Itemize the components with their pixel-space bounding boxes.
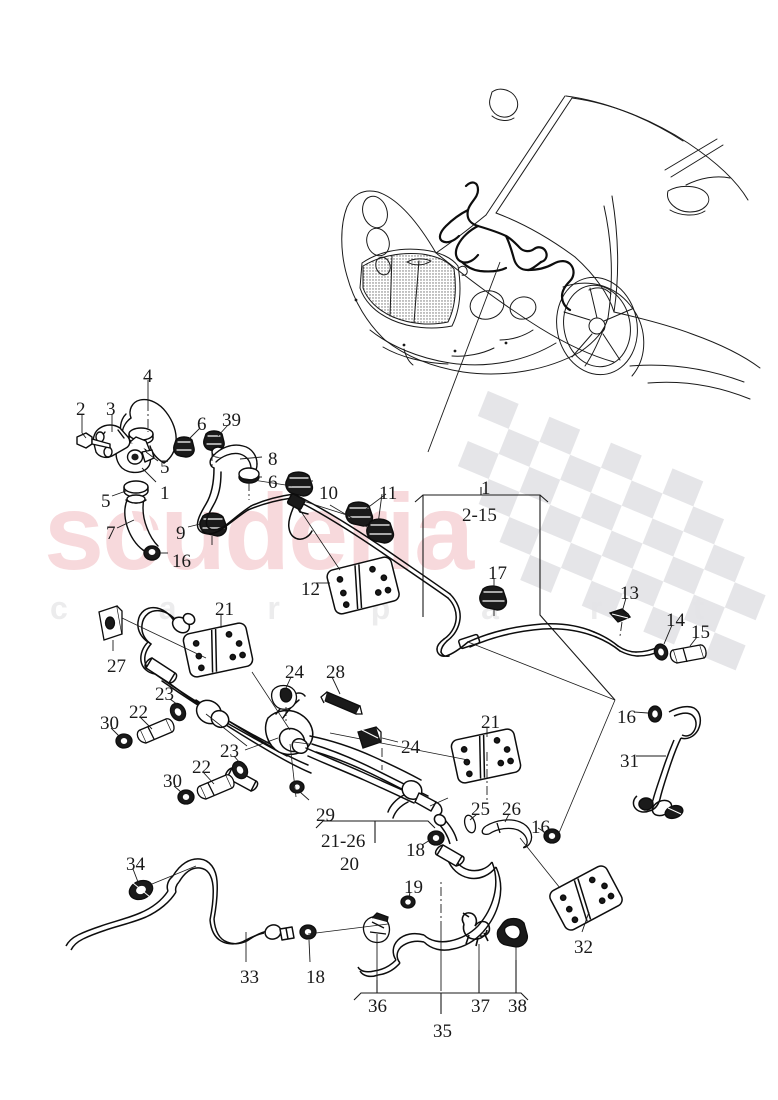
callout-36: 36	[368, 996, 387, 1017]
leader-lines	[81, 380, 698, 991]
callout-21-26: 21-26	[321, 831, 366, 852]
callout-23-b: 23	[220, 741, 239, 762]
assembly-hose-cluster-20	[137, 606, 443, 819]
callout-18-a: 18	[406, 840, 425, 861]
callout-34: 34	[126, 854, 145, 875]
callout-16-a: 16	[172, 551, 191, 572]
lower-cluster-fittings	[98, 605, 561, 909]
pointer-lines	[121, 477, 616, 935]
pipe-31	[632, 705, 702, 820]
callout-8: 8	[268, 449, 278, 470]
callout-7: 7	[106, 523, 116, 544]
group-bracket-1-2-15	[414, 487, 616, 701]
callout-27: 27	[107, 656, 126, 677]
callout-23-a: 23	[155, 684, 174, 705]
vehicle-leader-line	[427, 261, 501, 453]
callout-10: 10	[319, 483, 338, 504]
callout-5-a: 5	[160, 457, 170, 478]
callout-33: 33	[240, 967, 259, 988]
callout-16-c: 16	[531, 817, 550, 838]
group-bracket-20	[315, 820, 436, 843]
vehicle-illustration	[341, 88, 761, 400]
callout-1-a: 1	[160, 483, 170, 504]
callout-6-a: 6	[197, 414, 207, 435]
callout-11: 11	[379, 483, 398, 504]
callout-3: 3	[106, 399, 116, 420]
callout-2: 2	[76, 399, 86, 420]
callout-24-a: 24	[285, 662, 304, 683]
callout-28: 28	[326, 662, 345, 683]
pipe-35-assembly	[357, 813, 502, 978]
callout-14: 14	[666, 610, 685, 631]
callout-6-b: 6	[268, 472, 278, 493]
callout-12: 12	[301, 579, 320, 600]
main-pipe-run	[196, 467, 661, 657]
callout-5-b: 5	[101, 491, 111, 512]
callout-16-b: 16	[617, 707, 636, 728]
callout-30-a: 30	[100, 713, 119, 734]
callout-20: 20	[340, 854, 359, 875]
callout-21-a: 21	[215, 599, 234, 620]
callout-37: 37	[471, 996, 490, 1017]
callout-2-15: 2-15	[462, 505, 497, 526]
leader-lines-dashdot	[81, 402, 623, 930]
pipe-33-assembly	[65, 858, 295, 951]
callout-1-b: 1	[481, 478, 491, 499]
washer-34	[128, 879, 154, 901]
callout-25: 25	[471, 799, 490, 820]
callout-21-b: 21	[481, 712, 500, 733]
callout-30-b: 30	[163, 771, 182, 792]
callout-29: 29	[316, 805, 335, 826]
clip-37	[461, 912, 491, 947]
callout-31: 31	[620, 751, 639, 772]
hose-routing-highlight	[438, 181, 575, 312]
callout-26: 26	[502, 799, 521, 820]
callout-17: 17	[488, 563, 507, 584]
pipe-fittings-13-14-15	[608, 608, 707, 723]
clip-36	[362, 912, 391, 944]
callout-38: 38	[508, 996, 527, 1017]
callout-24-b: 24	[401, 737, 420, 758]
nut-18-bottom	[299, 924, 317, 940]
callout-19: 19	[404, 877, 423, 898]
callout-15: 15	[691, 622, 710, 643]
callout-18-b: 18	[306, 967, 325, 988]
callout-35: 35	[433, 1021, 452, 1042]
callout-32: 32	[574, 937, 593, 958]
checkered-flag-icon	[457, 390, 766, 671]
callout-13: 13	[620, 583, 639, 604]
callout-9: 9	[176, 523, 186, 544]
callout-39: 39	[222, 410, 241, 431]
callout-4: 4	[143, 366, 153, 387]
callout-22-a: 22	[129, 702, 148, 723]
callout-22-b: 22	[192, 757, 211, 778]
heat-shield-pads	[182, 556, 623, 931]
clip-38	[496, 917, 529, 948]
